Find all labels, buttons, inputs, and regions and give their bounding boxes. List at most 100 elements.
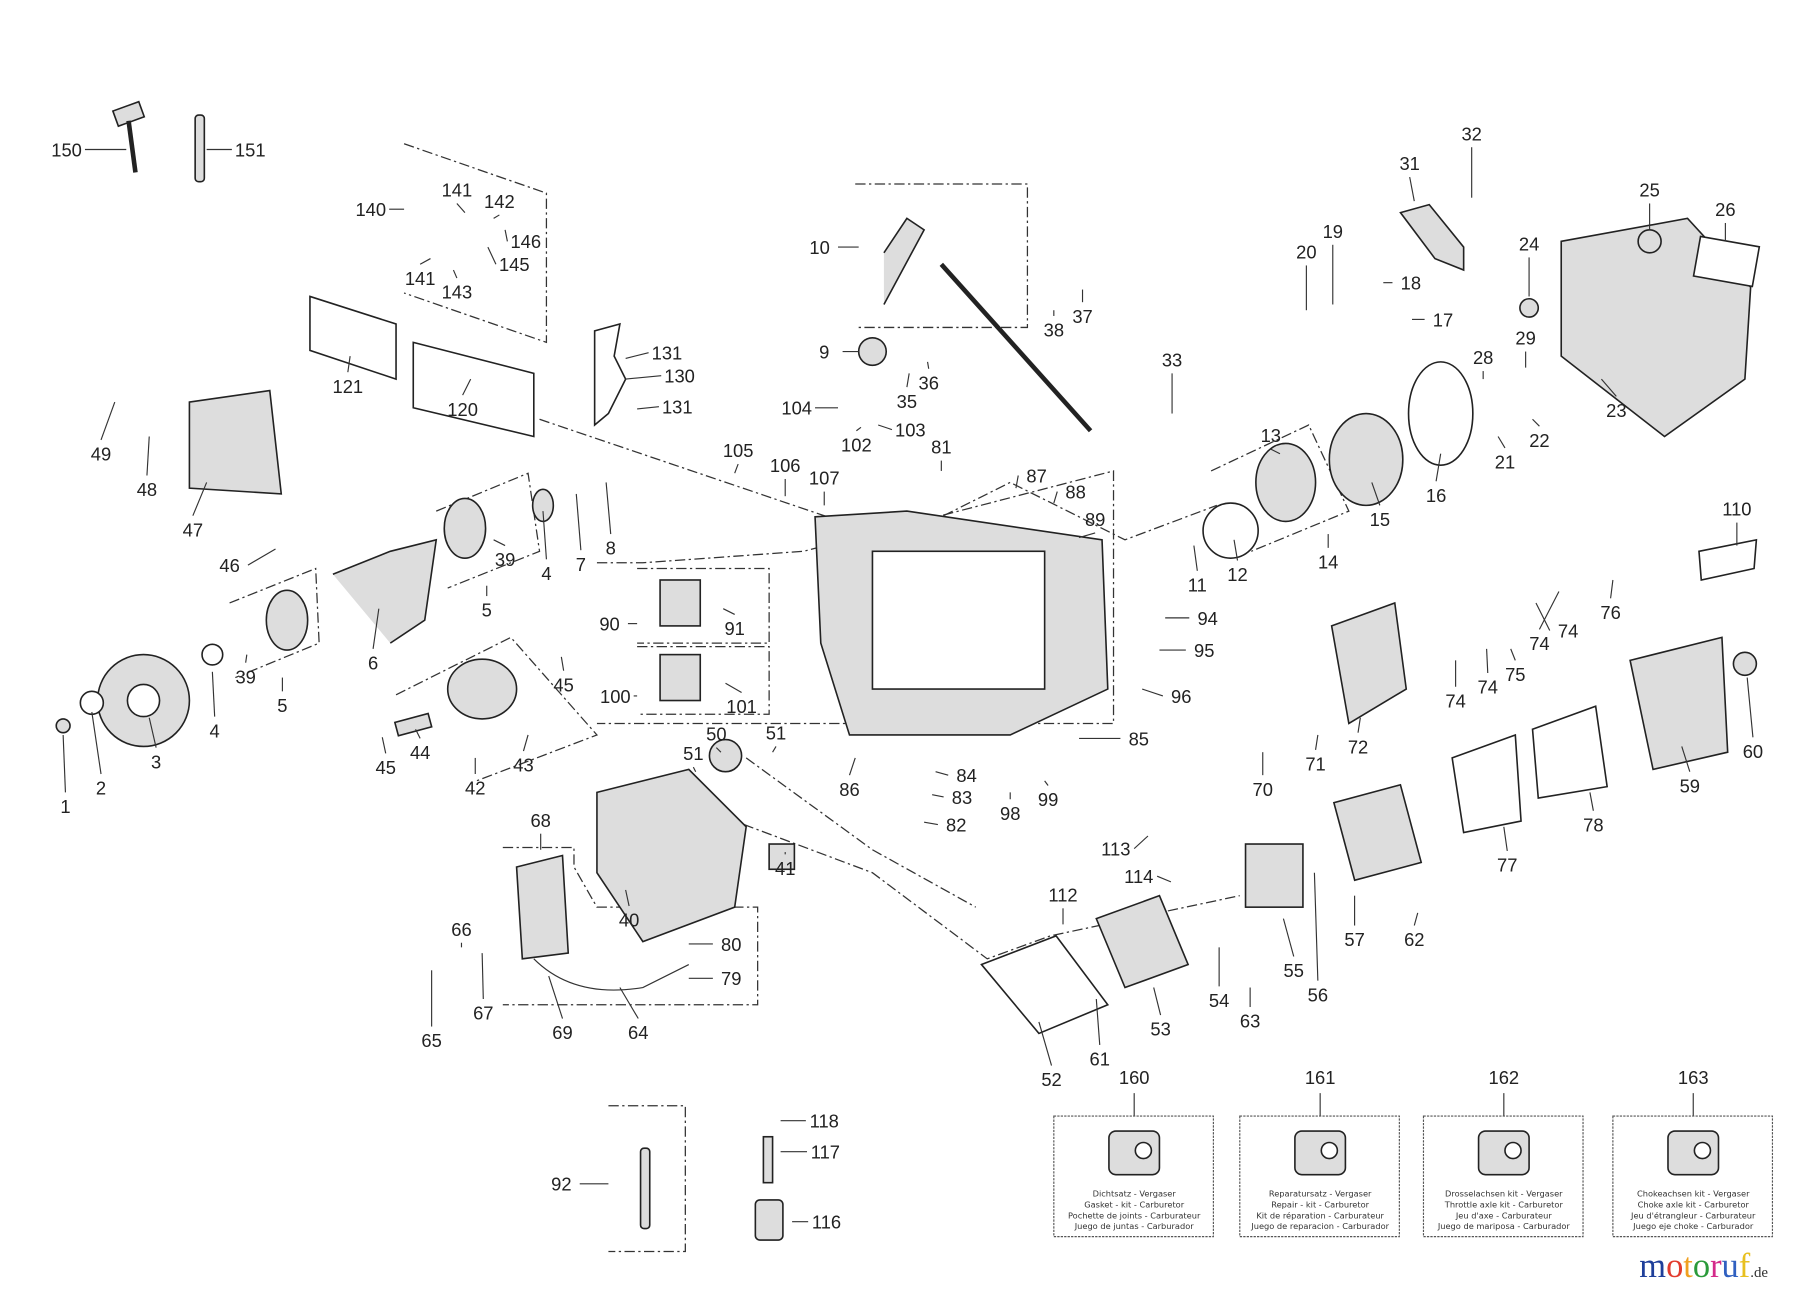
nut: [55, 718, 71, 734]
callout-29: 29: [1515, 328, 1535, 349]
callout-104: 104: [781, 398, 812, 419]
guide-bar: [412, 341, 535, 438]
group-outline: [395, 636, 599, 782]
leader-line: [619, 987, 639, 1019]
callout-74: 74: [1529, 633, 1549, 654]
callout-92: 92: [551, 1174, 571, 1195]
group-outline: [745, 757, 977, 908]
filter: [1531, 705, 1609, 800]
leader-line: [848, 757, 856, 776]
leader-line: [1095, 998, 1101, 1045]
callout-5: 5: [482, 600, 492, 621]
callout-19: 19: [1323, 221, 1343, 242]
callout-121: 121: [333, 376, 364, 397]
air-filter-cover: [1629, 636, 1729, 771]
leader-line: [1270, 448, 1281, 455]
callout-89: 89: [1085, 509, 1105, 530]
carburetor-image: [1134, 1141, 1153, 1160]
ignition-coil: [515, 854, 570, 960]
leader-line: [1681, 746, 1691, 772]
leader-line: [1510, 648, 1516, 661]
heat-shield: [980, 934, 1110, 1035]
screwdriver: [194, 114, 206, 183]
callout-62: 62: [1404, 929, 1424, 950]
callout-75: 75: [1505, 664, 1525, 685]
handle-bracket: [188, 389, 283, 495]
callout-113: 113: [1101, 839, 1130, 860]
oil-pump: [659, 579, 702, 627]
piston: [446, 658, 518, 720]
leader-line: [1497, 436, 1506, 449]
throttle-rod: [939, 262, 1093, 433]
callout-41: 41: [775, 858, 795, 879]
leader-line: [722, 608, 735, 615]
callout-102: 102: [841, 434, 872, 455]
callout-64: 64: [628, 1022, 648, 1043]
callout-39: 39: [495, 549, 515, 570]
leader-line: [926, 361, 930, 369]
callout-54: 54: [1209, 990, 1229, 1011]
callout-37: 37: [1072, 306, 1092, 327]
leader-line: [1746, 677, 1754, 738]
gasket: [1451, 733, 1522, 834]
leader-line: [462, 378, 472, 396]
callout-94: 94: [1197, 608, 1217, 629]
callout-120: 120: [447, 399, 478, 420]
callout-21: 21: [1495, 452, 1515, 473]
group-outline: [637, 567, 770, 644]
motoruf-logo: motoruf.de: [1639, 1247, 1768, 1285]
callout-31: 31: [1399, 153, 1419, 174]
kit-description: Throttle axle kit - Carburetor: [1444, 1199, 1564, 1209]
leader-line: [878, 424, 893, 431]
callout-9: 9: [819, 341, 829, 362]
piston-pin: [393, 712, 433, 737]
callout-15: 15: [1370, 509, 1390, 530]
callout-79: 79: [721, 968, 741, 989]
callout-70: 70: [1253, 779, 1273, 800]
callout-141: 141: [442, 180, 473, 201]
callout-80: 80: [721, 934, 741, 955]
callout-4: 4: [541, 563, 551, 584]
part-drawings: [55, 100, 1761, 1241]
seal-ring: [201, 643, 224, 666]
leader-line: [504, 229, 508, 242]
callout-57: 57: [1344, 929, 1364, 950]
kit-number: 163: [1678, 1067, 1709, 1088]
kit-description: Pochette de joints - Carburateur: [1068, 1210, 1201, 1220]
callout-66: 66: [451, 919, 471, 940]
callout-100: 100: [600, 686, 631, 707]
callout-47: 47: [183, 519, 203, 540]
leader-line: [1610, 579, 1614, 599]
callout-131: 131: [662, 397, 693, 418]
clutch-drum-washer: [1202, 502, 1259, 559]
callout-143: 143: [442, 282, 473, 303]
callout-114: 114: [1124, 866, 1153, 887]
flywheel-hub: [126, 683, 161, 718]
carburetor-image: [1693, 1141, 1712, 1160]
bar-cover: [309, 295, 397, 381]
callout-23: 23: [1606, 400, 1626, 421]
callout-145: 145: [499, 254, 530, 275]
leader-line: [637, 406, 659, 410]
callout-91: 91: [724, 618, 744, 639]
leader-line: [1371, 482, 1381, 506]
leader-line: [481, 953, 484, 1000]
callout-65: 65: [421, 1030, 441, 1051]
callout-142: 142: [484, 191, 515, 212]
leader-line: [1133, 835, 1149, 850]
callout-74: 74: [1445, 690, 1465, 711]
clutch: [1255, 442, 1317, 523]
callout-32: 32: [1461, 123, 1481, 144]
leader-line: [1156, 875, 1172, 883]
kit-description: Kit de réparation - Carburateur: [1256, 1210, 1384, 1220]
kit-number: 161: [1305, 1067, 1336, 1088]
callout-59: 59: [1680, 775, 1700, 796]
kit-description: Drosselachsen kit - Vergaser: [1445, 1188, 1563, 1198]
muffler: [1330, 601, 1408, 725]
oil-cap: [857, 336, 888, 367]
carburetor-image: [1667, 1130, 1720, 1176]
callout-53: 53: [1150, 1019, 1170, 1040]
callout-140: 140: [355, 199, 386, 220]
